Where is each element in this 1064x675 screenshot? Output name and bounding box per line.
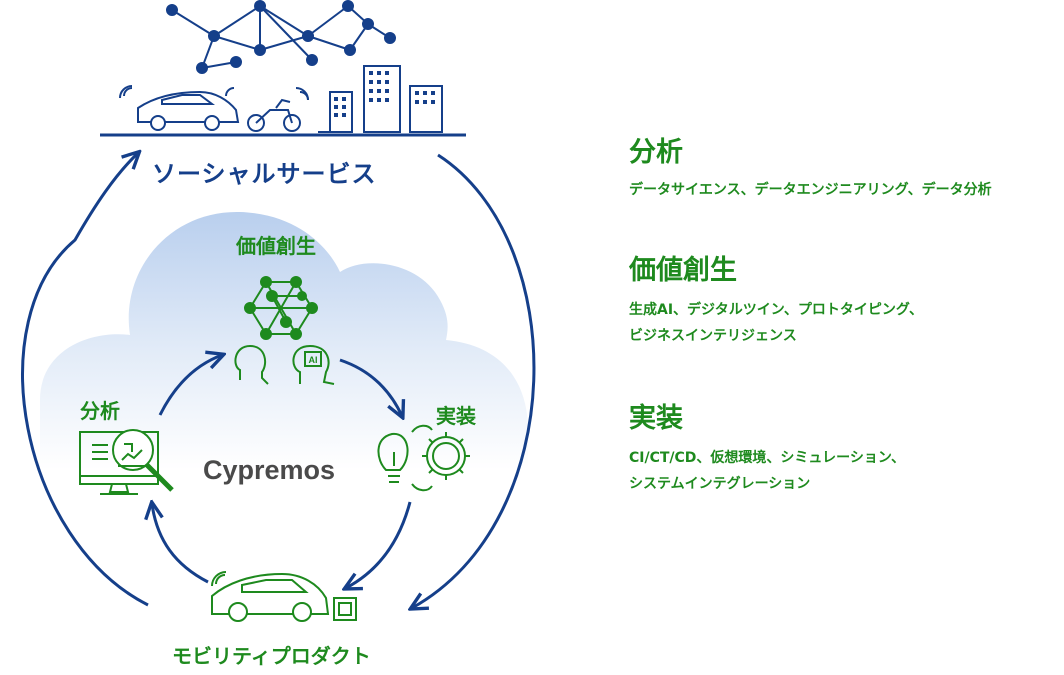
section-desc-impl-2: システムインテグレーション <box>629 476 811 492</box>
cloud-background <box>40 211 528 471</box>
social-service-label: ソーシャルサービス <box>152 160 377 188</box>
building-windows <box>334 71 435 117</box>
mobility-car-icon <box>211 571 357 622</box>
network-icon <box>166 0 396 74</box>
inner-arrow-mobility-to-analysis <box>152 504 209 584</box>
inner-arrow-value-to-impl <box>339 358 402 416</box>
inner-arrow-analysis-to-value <box>158 355 222 416</box>
analysis-label: 分析 <box>80 399 120 423</box>
outer-arrow-left <box>21 153 149 607</box>
inner-arrow-impl-to-mobility <box>346 501 412 588</box>
ai-head-icon <box>292 344 335 385</box>
analysis-monitor-icon <box>79 429 174 495</box>
section-title-value: 価値創生 <box>629 255 737 286</box>
section-desc-analysis: データサイエンス、データエンジニアリング、データ分析 <box>629 182 992 198</box>
value-creation-label: 価値創生 <box>236 234 316 258</box>
ai-chip-text: AI <box>309 355 318 365</box>
bulb-gear-icon <box>377 424 470 492</box>
section-title-impl: 実装 <box>629 403 683 434</box>
human-head-icon <box>234 344 269 385</box>
neural-network-icon <box>244 276 318 340</box>
section-desc-value-1: 生成AI、デジタルツイン、プロトタイピング、 <box>629 302 923 318</box>
outer-arrow-right <box>412 153 536 608</box>
section-desc-value-2: ビジネスインテリジェンス <box>629 328 797 344</box>
section-desc-impl-1: CI/CT/CD、仮想環境、シミュレーション、 <box>629 450 906 466</box>
cypremos-label: Cypremos <box>203 455 336 485</box>
city-icon <box>100 65 466 137</box>
mobility-product-label: モビリティプロダクト <box>172 644 371 668</box>
implementation-label: 実装 <box>436 404 476 428</box>
section-title-analysis: 分析 <box>629 137 683 168</box>
